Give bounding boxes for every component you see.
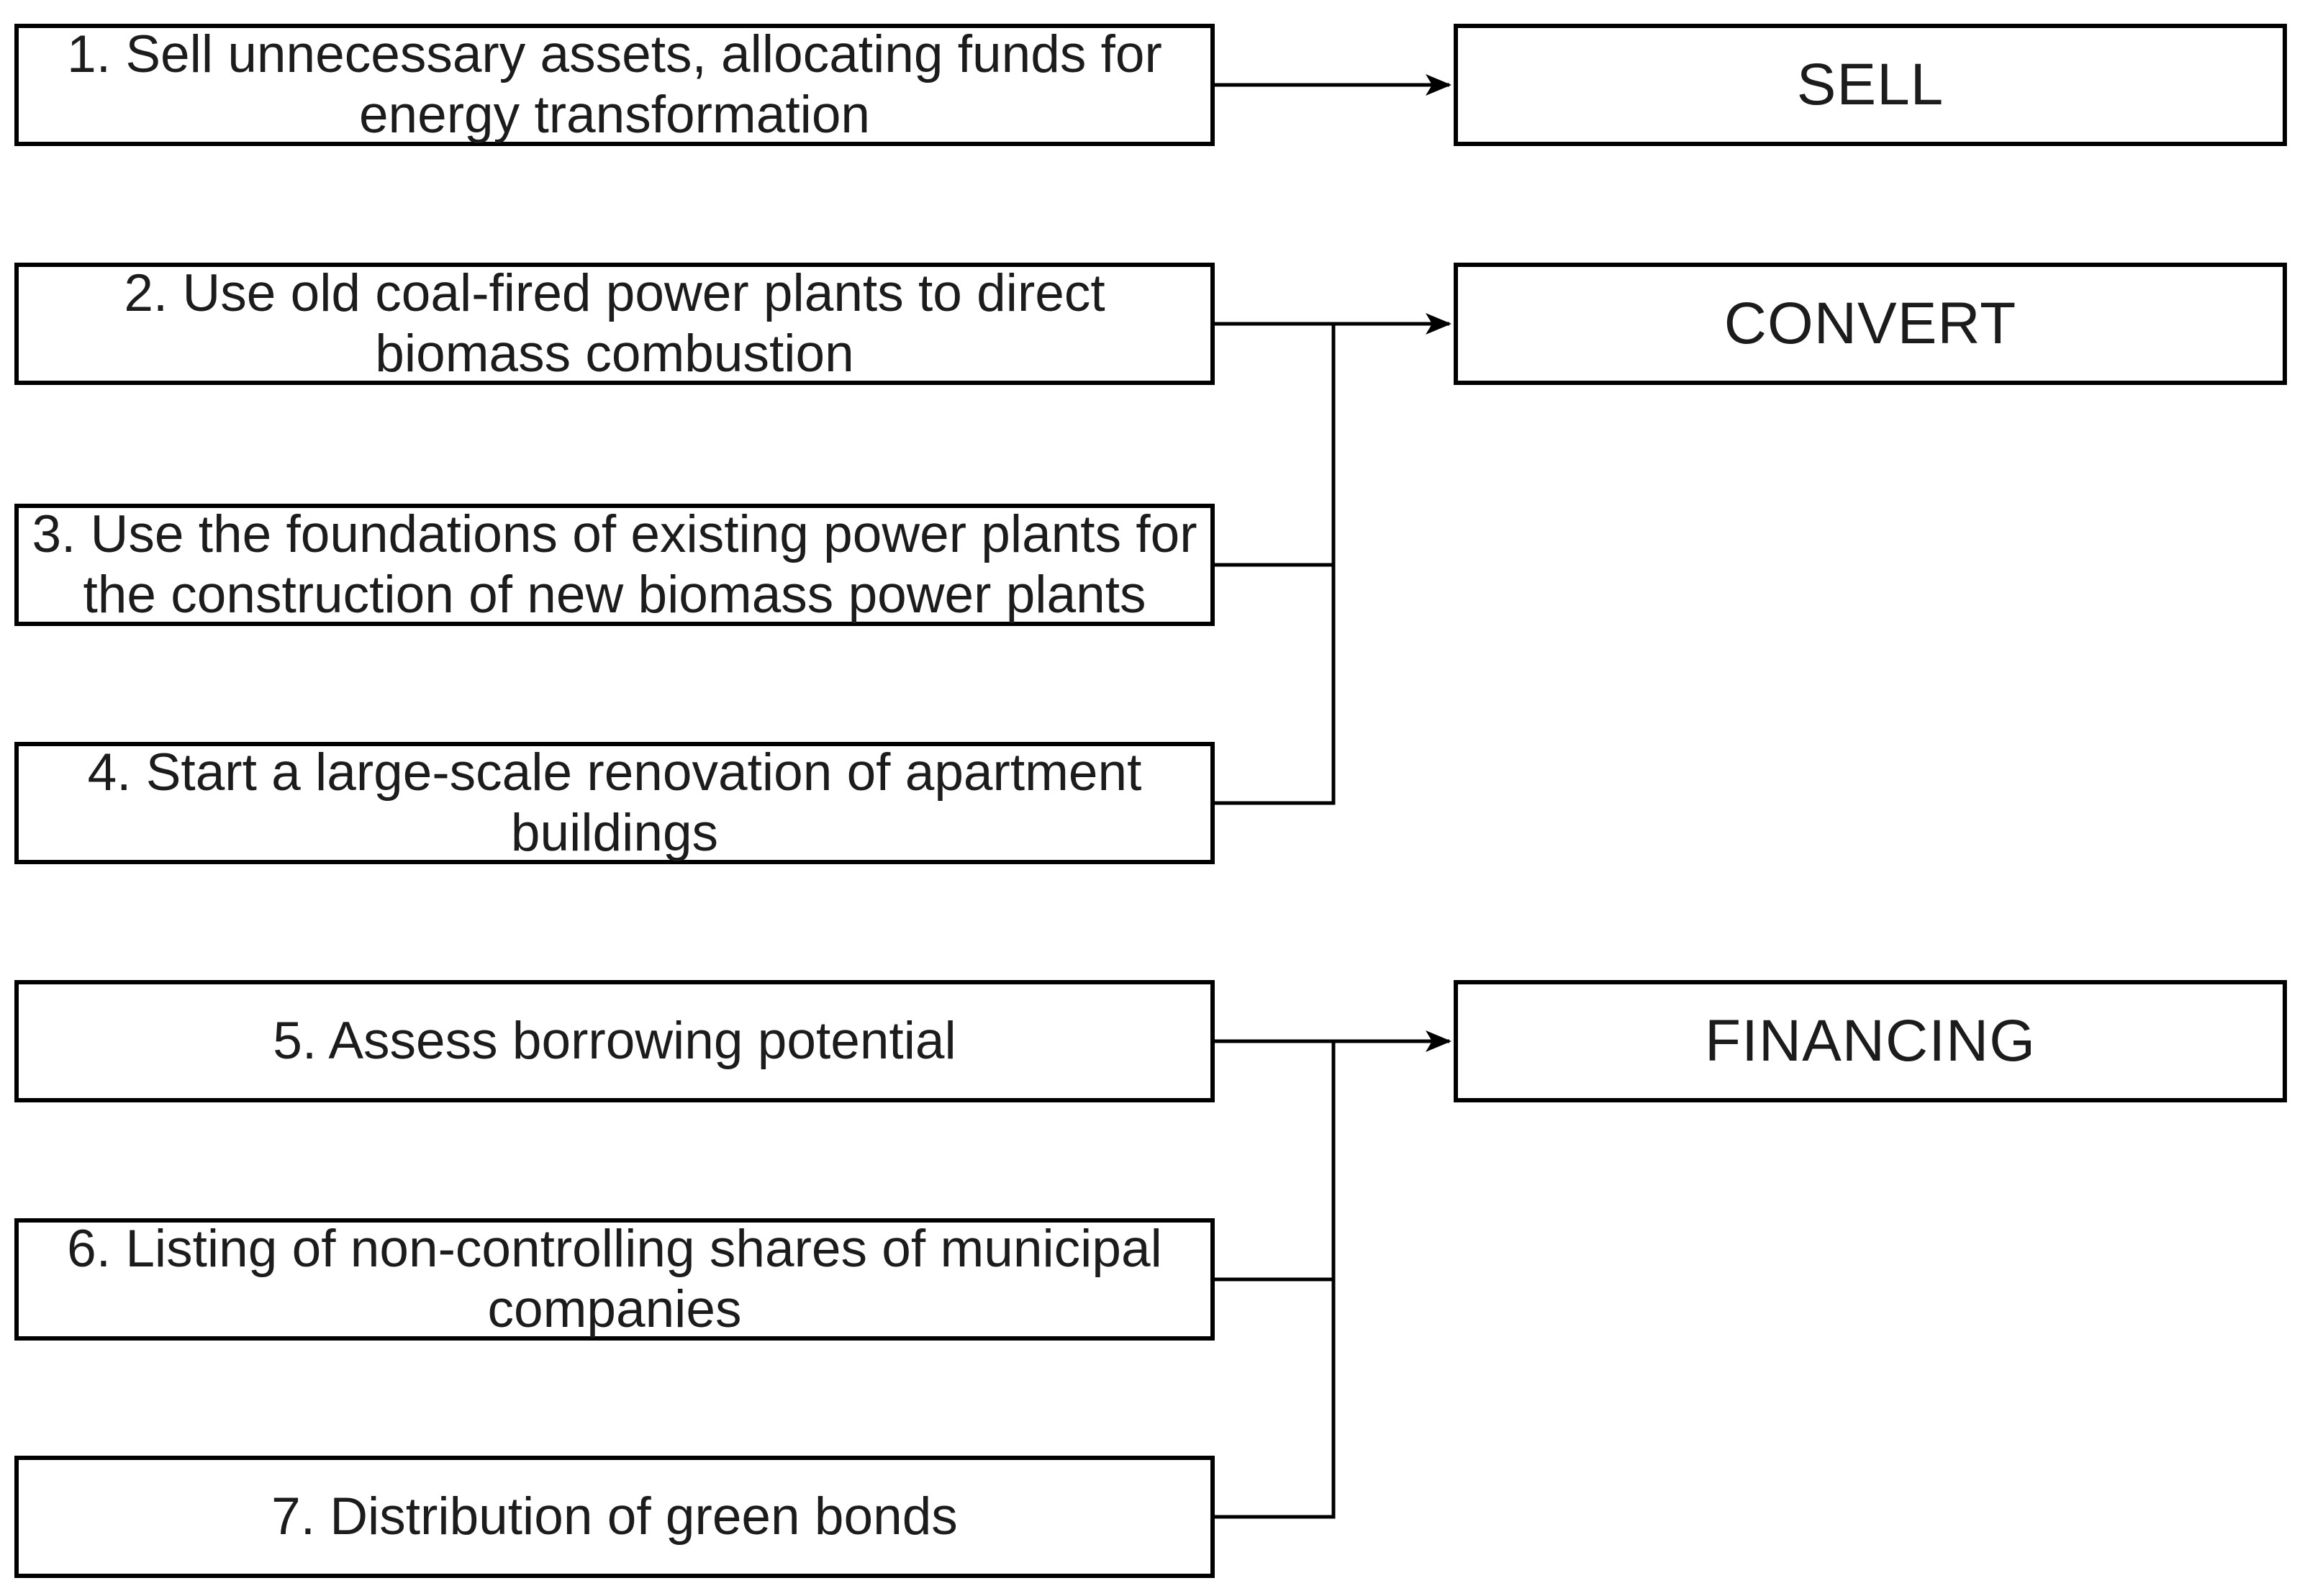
step-1-box: 1. Sell unnecessary assets, allocating f…	[14, 24, 1215, 146]
step-6-label: 6. Listing of non-controlling shares of …	[67, 1220, 1162, 1338]
step-5-label: 5. Assess borrowing potential	[273, 1012, 956, 1071]
step-4-box: 4. Start a large-scale renovation of apa…	[14, 742, 1215, 864]
financing-category-label: FINANCING	[1705, 1008, 2036, 1074]
step-5-box: 5. Assess borrowing potential	[14, 980, 1215, 1102]
convert-category-label: CONVERT	[1724, 291, 2017, 356]
sell-category-label: SELL	[1796, 52, 1944, 117]
step-2-box: 2. Use old coal-fired power plants to di…	[14, 263, 1215, 385]
step-3-box: 3. Use the foundations of existing power…	[14, 504, 1215, 626]
step-3-label: 3. Use the foundations of existing power…	[32, 505, 1197, 624]
sell-category-box: SELL	[1454, 24, 2287, 146]
step-1-label: 1. Sell unnecessary assets, allocating f…	[67, 25, 1162, 144]
step-7-label: 7. Distribution of green bonds	[271, 1487, 958, 1546]
convert-category-box: CONVERT	[1454, 263, 2287, 385]
financing-category-box: FINANCING	[1454, 980, 2287, 1102]
step-4-label: 4. Start a large-scale renovation of apa…	[87, 743, 1142, 862]
step-2-label: 2. Use old coal-fired power plants to di…	[124, 264, 1105, 383]
step-6-box: 6. Listing of non-controlling shares of …	[14, 1218, 1215, 1341]
step-7-box: 7. Distribution of green bonds	[14, 1456, 1215, 1578]
